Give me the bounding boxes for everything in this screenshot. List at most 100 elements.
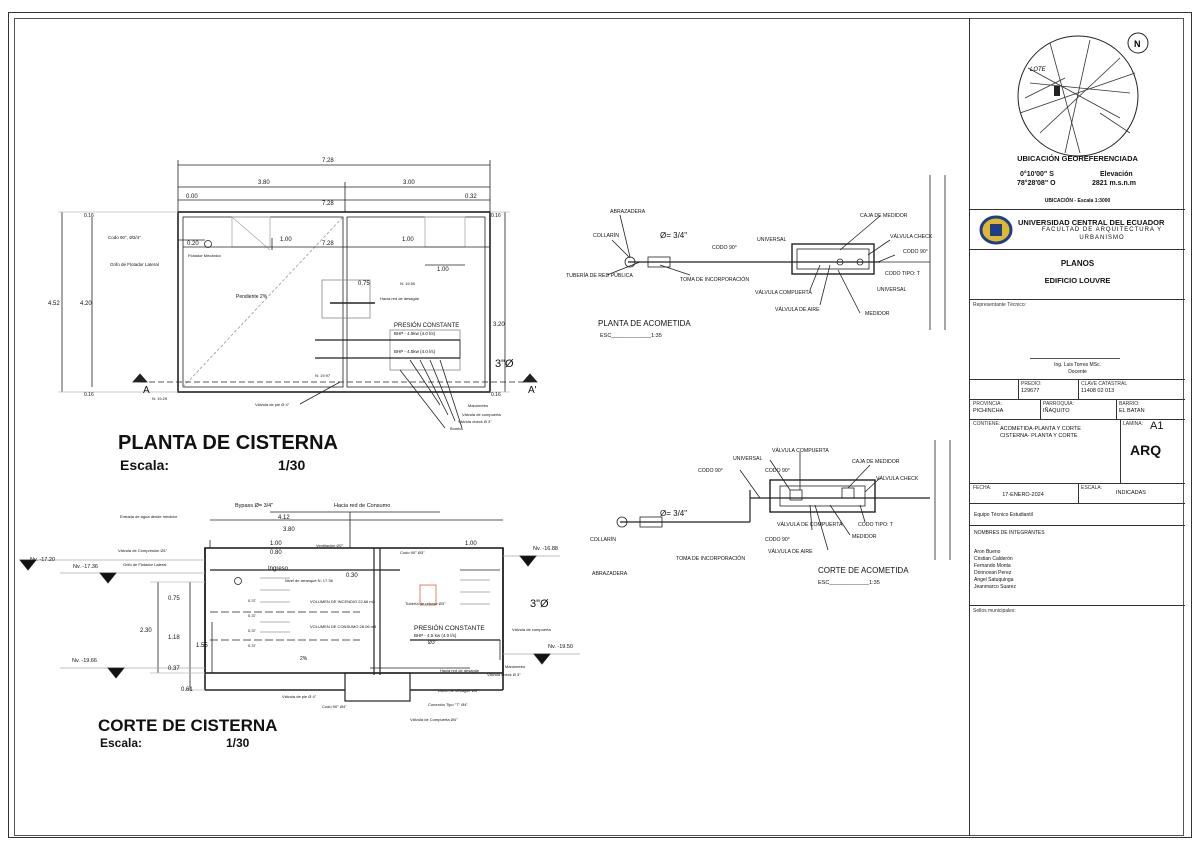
acometida-plan — [606, 175, 946, 330]
cistern-section — [19, 511, 580, 702]
plan-label-valvula-pie: Válvula de pie Ø 4" — [255, 402, 290, 407]
acom-sec-label-2: CODO 90° — [698, 468, 723, 474]
rep-role: Docente — [1068, 369, 1087, 375]
parroquia-value: IÑAQUITO — [1043, 408, 1070, 414]
acom-sec-label-4: CODO 90° — [765, 468, 790, 474]
ubicacion-title: UBICACIÓN GEOREFERENCIADA — [1017, 154, 1138, 163]
provincia-value: PICHINCHA — [973, 408, 1004, 414]
level-1736: Nv. -17.36 — [73, 564, 98, 570]
plan-label-hacia-red: Hacia red de desagüe — [380, 296, 420, 301]
section-valv-compresion: Válvula de Compresión Ø1" — [118, 548, 168, 553]
level-1720: Nv. -17.20 — [30, 557, 55, 563]
member-0: Aron Bueno — [974, 549, 1001, 555]
section-scale-value: 1/30 — [226, 736, 250, 750]
member-4: Angel Satuquinga — [974, 577, 1014, 583]
section-dim-037a: 0.37 — [248, 598, 257, 603]
sellos-cell: Sellos municipales: — [970, 606, 1185, 836]
section-dim-037c: 0.37 — [248, 628, 257, 633]
parroquia-label: PARROQUIA: — [1043, 401, 1075, 407]
acom-plan-label-4: TOMA DE INCORPORACIÓN — [680, 276, 749, 283]
section-title: CORTE DE CISTERNA — [98, 716, 278, 735]
section-conexion: Conexión Tipo "T" Ø4" — [428, 702, 468, 707]
section-valv-check: Válvula check Ø 3" — [487, 672, 521, 677]
university-logo — [979, 215, 1013, 245]
section-dim-037d: 0.37 — [248, 643, 257, 648]
plan-dim-height2: 4.20 — [80, 301, 92, 307]
plan-label-nivel2: N: 19.97 — [315, 373, 331, 378]
plan-dim-016b: 0.16 — [84, 392, 94, 398]
rep-label: Representante Técnico: — [973, 302, 1026, 308]
plan-dim-inner: 7.28 — [322, 201, 334, 207]
provincia-label: PROVINCIA: — [973, 401, 1002, 407]
section-codo: Codo 90° Ø3" — [400, 550, 425, 555]
section-diam-small: Ø3" — [428, 640, 437, 646]
acom-sec-label-11: CODO 90° — [765, 537, 790, 543]
acom-plan-label-6: UNIVERSAL — [757, 237, 787, 243]
plan-dim-left: 3.80 — [258, 180, 270, 186]
section-pendiente: 2% — [300, 656, 308, 662]
contiene-label: CONTIENE: — [973, 421, 1001, 427]
lamina-value: A1 — [1150, 420, 1164, 432]
section-tuberia-rebose: Tubería de rebose Ø3" — [405, 601, 446, 606]
section-valv-pie: Válvula de pie Ø 4" — [282, 694, 317, 699]
clave-value: 11408 02 013 — [1081, 388, 1115, 394]
section-dim-230: 2.30 — [140, 628, 152, 634]
signature-line — [1030, 358, 1120, 359]
coord-lon: 78°28'08" O — [1017, 180, 1056, 187]
acom-sec-label-12: VÁLVULA DE AIRE — [768, 548, 813, 555]
acom-sec-label-9: ABRAZADERA — [592, 571, 628, 577]
ubicacion-scale: UBICACIÓN - Escala 1:3000 — [1044, 198, 1111, 204]
equipo-cell: Equipo Técnico Estudiantil — [970, 504, 1185, 526]
member-5: Jeanmarco Suarez — [974, 584, 1016, 590]
plan-label-nivel3: N: 19.29 — [152, 396, 168, 401]
section-presion: PRESIÓN CONSTANTE — [414, 623, 485, 632]
faculty-name: FACULTAD DE ARQUITECTURA Y URBANISMO — [1041, 227, 1163, 241]
nombres-label: NOMBRES DE INTEGRANTES — [974, 530, 1045, 536]
section-scale-label: Escala: — [100, 736, 143, 750]
section-nivel-rebose: Nivel de arranque N: 17.36 — [285, 578, 334, 583]
plan-title: PLANTA DE CISTERNA — [118, 432, 338, 454]
section-dim-037b: 0.37 — [248, 613, 257, 618]
plan-label-bhp2: BHP - 4.5kw (4.0 l/s) — [394, 349, 436, 354]
member-3: Donnovan Perez — [974, 570, 1012, 576]
predio-cell: PREDIO: 129677 CLAVE CATASTRAL 11408 02 … — [970, 380, 1185, 400]
acom-plan-label-1: COLLARÍN — [593, 232, 619, 239]
plan-dim-wall: 0.32 — [465, 194, 477, 200]
plan-dim-total: 7.28 — [322, 158, 334, 164]
plan-label-presion: PRESIÓN CONSTANTE — [394, 322, 459, 329]
acom-sec-label-3: CAJA DE MEDIDOR — [852, 459, 900, 465]
section-manometro: Manómetro — [505, 664, 526, 669]
section-grifo: Grifo de Flotador Lateral — [123, 562, 166, 567]
plan-dim-016a: 0.16 — [84, 213, 94, 219]
elev-value: 2821 m.s.n.m — [1092, 180, 1136, 187]
clave-label: CLAVE CATASTRAL — [1081, 381, 1128, 387]
acom-plan-label-5: CODO 90° — [712, 245, 737, 251]
acometida-section-esc: ESC_____________1:35 — [818, 580, 880, 586]
acom-sec-label-6: Ø= 3/4" — [660, 509, 687, 518]
section-vol-consumo: VOLUMEN DE CONSUMO 28.06 m3 — [310, 624, 377, 629]
escala-label: ESCALA: — [1081, 485, 1103, 491]
title-block: LOTE N UBICACIÓN GEOREFERENCIADA 0°10'00… — [969, 18, 1185, 836]
plan-label-manometro: Manómetro — [468, 403, 489, 408]
plan-scale-label: Escala: — [120, 457, 170, 473]
section-hacia-desague: Hacia red de desagüe — [440, 668, 480, 673]
plan-label-diam: 3"Ø — [495, 358, 514, 370]
plan-label-grifo: Grifo de Flotador Lateral — [110, 262, 159, 267]
acom-plan-label-13: UNIVERSAL — [877, 287, 907, 293]
acometida-plan-esc: ESC_____________1:35 — [600, 333, 662, 339]
acom-sec-label-13: MEDIDOR — [852, 534, 877, 540]
plan-label-flotador: Flotador Mecánico — [188, 253, 222, 258]
section-hacia-consumo: Hacia red de Consumo — [334, 503, 390, 509]
predio-label: PREDIO: — [1021, 381, 1042, 387]
level-1688: Nv. -16.88 — [533, 546, 558, 552]
sheet-border — [8, 12, 1192, 838]
section-bypass: Bypass Ø= 3/4" — [235, 503, 273, 509]
acometida-plan-title: PLANTA DE ACOMETIDA — [598, 319, 691, 328]
section-dim-412: 4.12 — [278, 515, 290, 521]
acom-plan-label-3: TUBERÍA DE RED PÚBLICA — [566, 272, 633, 279]
acom-plan-label-0: ABRAZADERA — [610, 209, 646, 215]
acom-plan-label-8: VÁLVULA DE AIRE — [775, 306, 820, 313]
member-1: Cristian Calderón — [974, 556, 1013, 562]
coord-lat: 0°10'00" S — [1020, 171, 1054, 178]
